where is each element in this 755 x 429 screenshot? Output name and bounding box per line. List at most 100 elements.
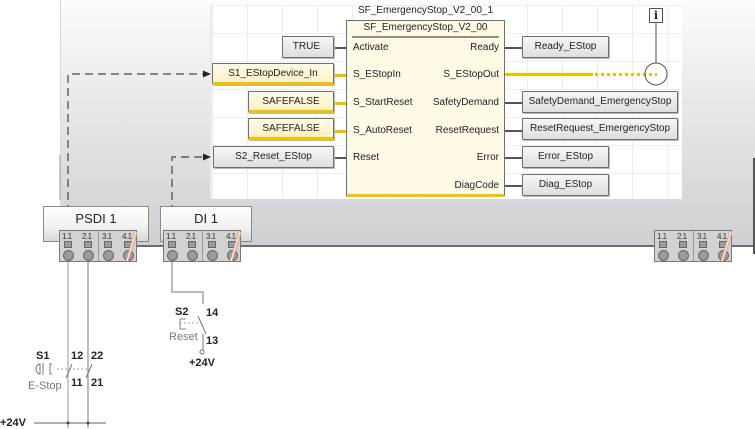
wire-ready (505, 47, 522, 49)
terminal-separator (693, 231, 694, 261)
terminal-block-module-3[interactable]: 1.1 2.1 3.1 4.1 (654, 230, 733, 262)
device-panel-edge (753, 158, 755, 254)
wire-safetydemand (505, 102, 522, 104)
input-variable-safefalse-autoreset[interactable]: SAFEFALSE (248, 118, 334, 140)
pin-s-estopout[interactable]: S_EStopOut (443, 69, 499, 80)
wire-error (505, 157, 522, 159)
s1-contact-12: 12 (71, 350, 84, 362)
module-label: DI 1 (194, 211, 218, 226)
connection-point-icon (644, 62, 668, 86)
s1-contact-1 (65, 363, 73, 379)
wire-s-estopout (505, 73, 593, 76)
info-icon[interactable]: i (649, 8, 663, 23)
terminal-separator (98, 231, 99, 261)
terminal-led (208, 241, 216, 248)
terminal-label: 1.1 (657, 232, 667, 241)
terminal-led (659, 241, 667, 248)
terminal-led (84, 241, 92, 248)
wire-s-estopin (334, 74, 346, 77)
output-variable-error[interactable]: Error_EStop (522, 146, 609, 168)
terminal-label: 4.1 (717, 232, 727, 241)
fb-instance-name: SF_EmergencyStop_V2_00_1 (357, 5, 494, 16)
terminal-screw[interactable] (103, 250, 114, 261)
terminal-label: 1.1 (62, 232, 72, 241)
terminal-screw[interactable] (63, 250, 74, 261)
input-variable-s1-estopdevice[interactable]: S1_EStopDevice_In (212, 63, 334, 85)
arrow-head-icon (203, 70, 211, 78)
s1-name: S1 (36, 350, 50, 362)
terminal-screw[interactable] (83, 250, 94, 261)
pin-reset[interactable]: Reset (353, 152, 380, 163)
main-supply-label: +24V (0, 417, 26, 429)
terminal-label: 1.1 (166, 232, 176, 241)
terminal-led (188, 241, 196, 248)
pin-safetydemand[interactable]: SafetyDemand (432, 97, 499, 108)
pin-s-autoreset[interactable]: S_AutoReset (353, 125, 412, 136)
s1-contact-2 (85, 363, 93, 379)
di-wire-1 (171, 262, 204, 304)
terminal-screw[interactable] (207, 250, 218, 261)
output-variable-resetrequest[interactable]: ResetRequest_EmergencyStop (522, 118, 678, 140)
function-block-emergency-stop[interactable]: SF_EmergencyStop_V2_00 Activate S_EStopI… (346, 20, 505, 197)
s1-contact-21: 21 (91, 377, 104, 389)
terminal-led (168, 241, 176, 248)
terminal-led (64, 241, 72, 248)
terminal-block-psdi-1[interactable]: 1.1 2.1 3.1 4.1 (59, 230, 138, 262)
pin-activate[interactable]: Activate (353, 42, 389, 53)
connector-release-icon (721, 231, 733, 262)
input-variable-true[interactable]: TRUE (282, 36, 334, 58)
terminal-label: 3.1 (206, 232, 216, 241)
input-variable-s2-reset[interactable]: S2_Reset_EStop (213, 146, 334, 168)
s1-desc: E-Stop (28, 380, 62, 392)
terminal-screw[interactable] (187, 250, 198, 261)
pin-error[interactable]: Error (476, 152, 499, 163)
terminal-screw[interactable] (658, 250, 669, 261)
s2-contact-14: 14 (206, 307, 219, 319)
s2-supply-label: +24V (189, 357, 215, 369)
terminal-label: 2.1 (82, 232, 92, 241)
terminal-separator (202, 231, 203, 261)
pin-s-estopin[interactable]: S_EStopIn (353, 69, 401, 80)
wire-diagcode (505, 185, 522, 187)
terminal-label: 4.1 (226, 232, 236, 241)
connector-release-icon (126, 231, 138, 262)
terminal-screw[interactable] (167, 250, 178, 261)
input-variable-safefalse-startreset[interactable]: SAFEFALSE (248, 91, 334, 113)
pushbutton-icon (179, 318, 186, 330)
s2-contact-13: 13 (206, 335, 219, 347)
arrow-head-icon (203, 153, 211, 161)
output-variable-safetydemand[interactable]: SafetyDemand_EmergencyStop (522, 91, 678, 113)
terminal-label: 4.1 (122, 232, 132, 241)
terminal-block-di-1[interactable]: 1.1 2.1 3.1 4.1 (163, 230, 242, 262)
wire-reset (334, 157, 346, 159)
s2-contact (197, 315, 207, 335)
terminal-led (679, 241, 687, 248)
pin-s-startreset[interactable]: S_StartReset (353, 97, 413, 108)
terminal-screw[interactable] (678, 250, 689, 261)
pin-diagcode[interactable]: DiagCode (454, 180, 499, 191)
estop-mushroom-icon (35, 363, 41, 375)
output-variable-diag[interactable]: Diag_EStop (522, 174, 609, 196)
s2-desc: Reset (169, 331, 198, 343)
module-label: PSDI 1 (75, 211, 117, 226)
wire-activate (334, 47, 346, 49)
s2-name: S2 (175, 306, 189, 318)
s1-contact-22: 22 (91, 350, 104, 362)
terminal-label: 2.1 (186, 232, 196, 241)
pin-resetrequest[interactable]: ResetRequest (435, 125, 499, 136)
fb-type-name: SF_EmergencyStop_V2_00 (363, 22, 488, 33)
wire-s-startreset (334, 102, 346, 105)
connector-release-icon (230, 231, 242, 262)
wire-s-autoreset (334, 130, 346, 133)
output-variable-ready[interactable]: Ready_EStop (522, 36, 609, 58)
fb-header-divider (352, 36, 499, 38)
terminal-label: 2.1 (677, 232, 687, 241)
s2-terminal-point (199, 349, 205, 355)
terminal-led (104, 241, 112, 248)
terminal-label: 3.1 (102, 232, 112, 241)
terminal-label: 3.1 (697, 232, 707, 241)
mapping-arrow-psdi-to-s1 (67, 73, 204, 252)
terminal-led (699, 241, 707, 248)
pin-ready[interactable]: Ready (470, 42, 499, 53)
terminal-screw[interactable] (698, 250, 709, 261)
